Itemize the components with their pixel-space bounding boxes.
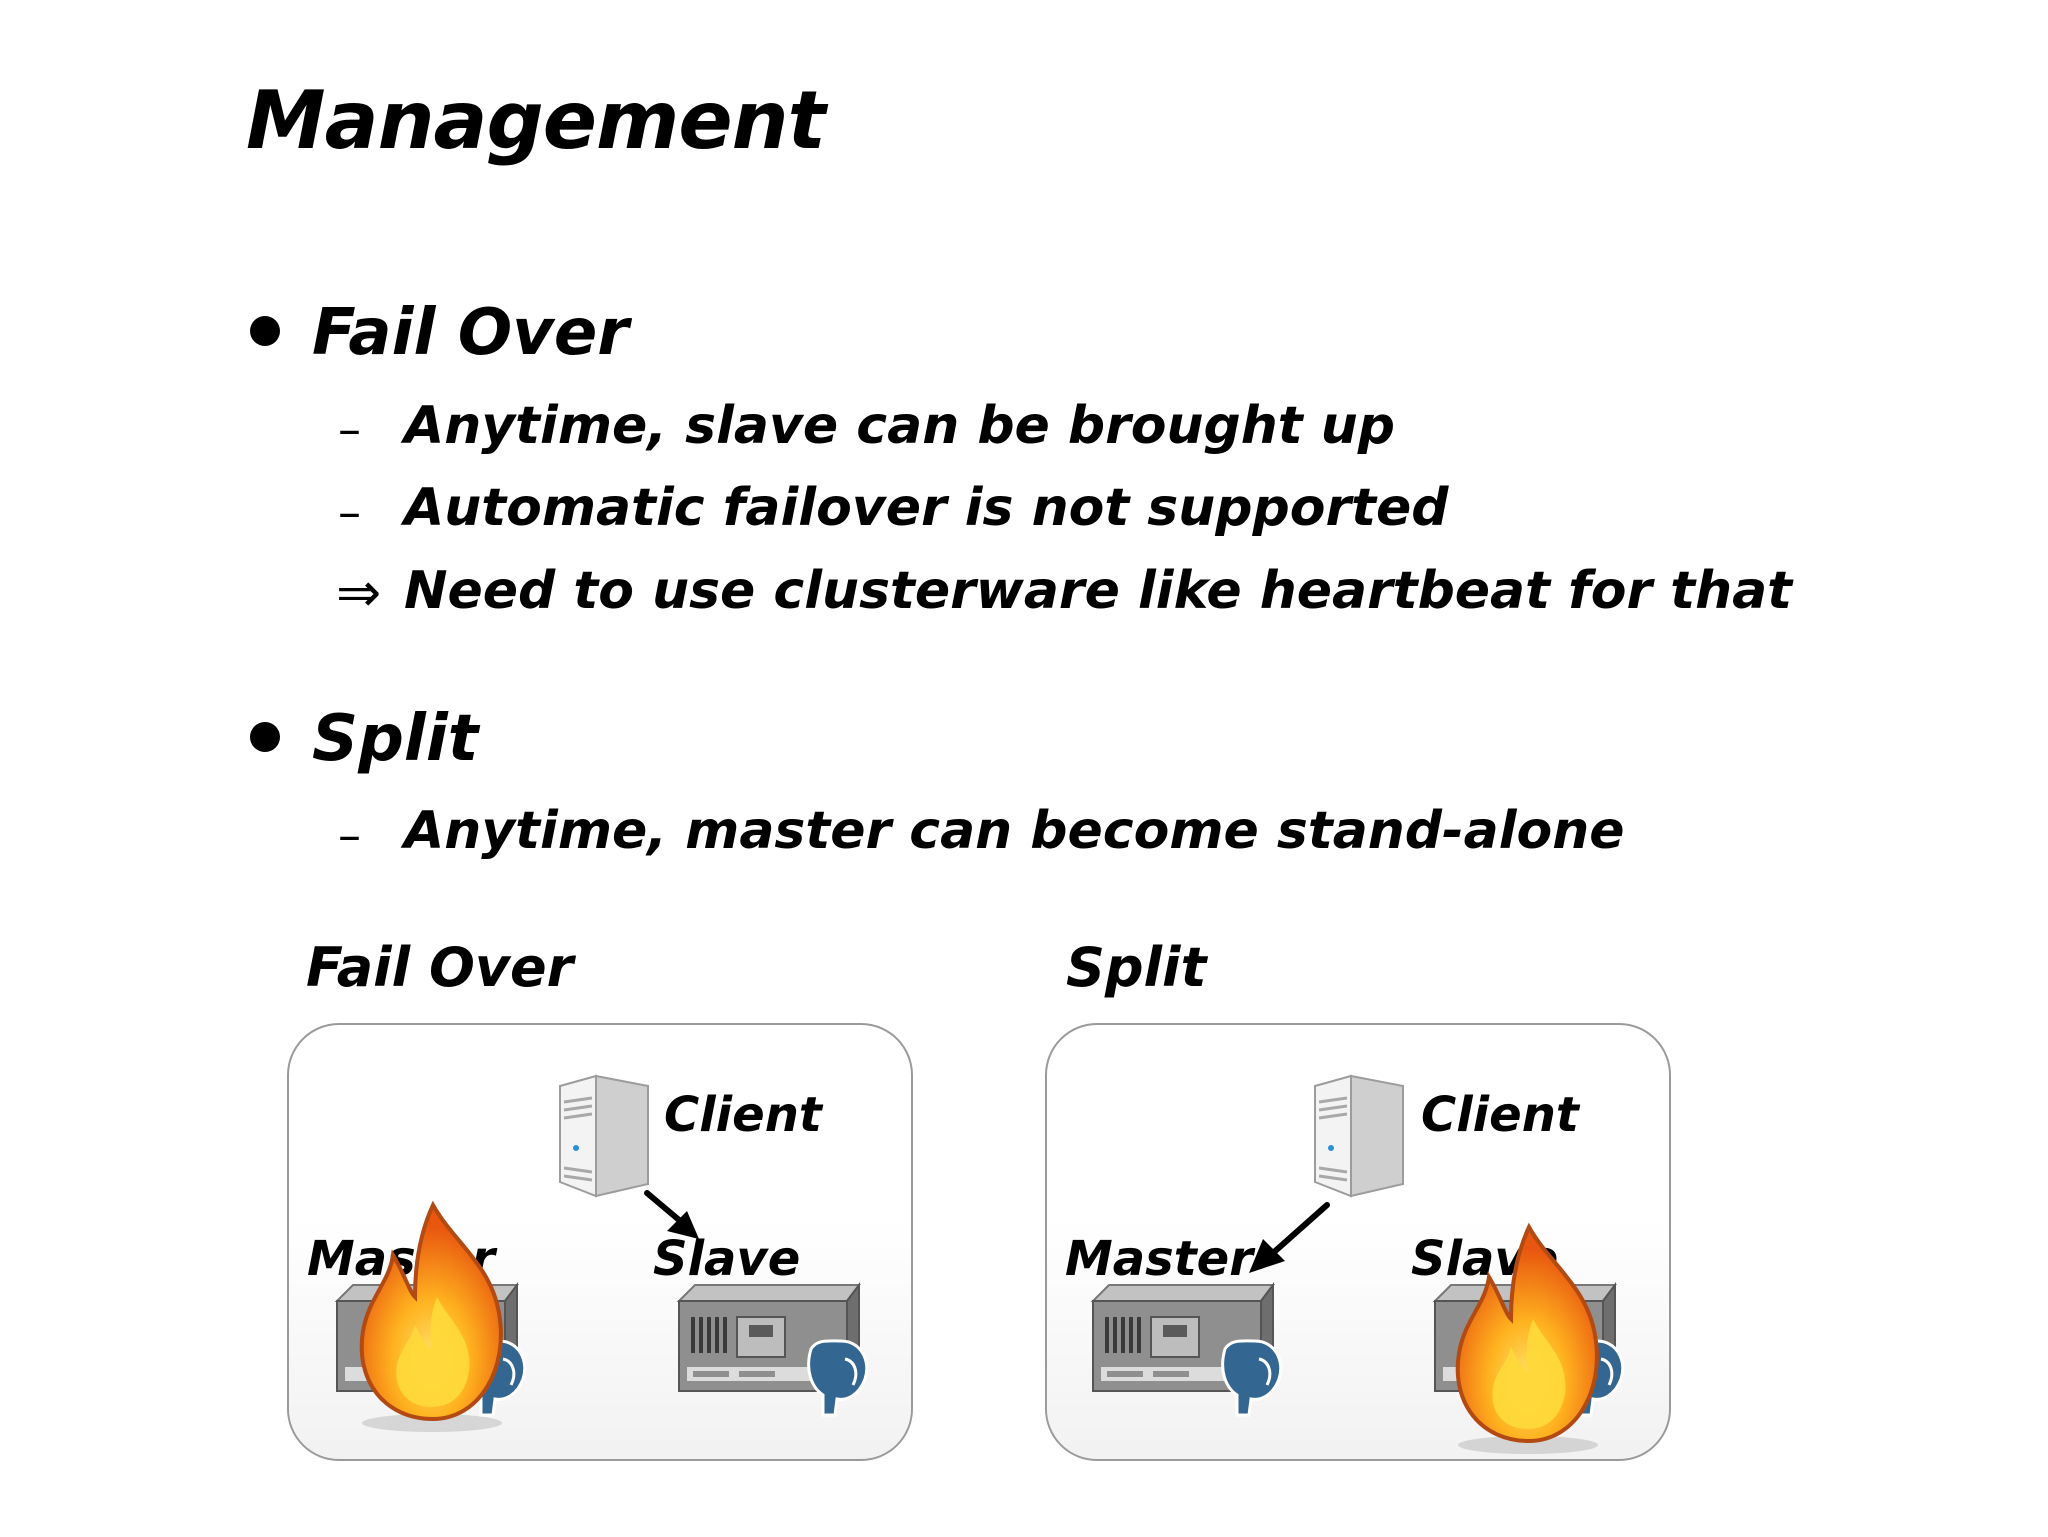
client-label: Client	[1421, 1087, 1579, 1143]
bullet-split-label: Split	[312, 702, 479, 776]
sub-item-marker: –	[338, 808, 361, 862]
postgresql-elephant-icon	[1221, 1339, 1283, 1417]
implies-arrow: ⇒	[336, 561, 382, 624]
fire-icon	[1455, 1222, 1599, 1454]
bullet-dot	[250, 316, 280, 346]
client-label: Client	[664, 1087, 822, 1143]
fire-icon	[359, 1200, 503, 1432]
sub-item-text: Automatic failover is not supported	[404, 478, 1449, 538]
sub-item-text: Anytime, master can become stand-alone	[404, 801, 1625, 861]
sub-item-marker: –	[338, 402, 361, 456]
arrow-icon	[1249, 1202, 1330, 1273]
bullet-failover-label: Fail Over	[312, 296, 629, 370]
diagram-caption-failover: Fail Over	[306, 936, 574, 999]
master-label: Master	[1065, 1231, 1253, 1287]
diagram-caption-split: Split	[1066, 936, 1207, 999]
arrow-icon	[644, 1190, 699, 1239]
server-tower-icon	[1314, 1074, 1404, 1198]
sub-item-text: Anytime, slave can be brought up	[404, 396, 1395, 456]
slave-label: Slave	[653, 1231, 801, 1287]
bullet-dot	[250, 722, 280, 752]
server-tower-icon	[559, 1074, 649, 1198]
split-diagram-panel: Client Master Slave	[1045, 1023, 1671, 1461]
failover-diagram-panel: Client Master Slave	[287, 1023, 913, 1461]
sub-item-text: Need to use clusterware like heartbeat f…	[404, 561, 1793, 621]
slide-title: Management	[246, 74, 826, 167]
sub-item-marker: –	[338, 485, 361, 539]
postgresql-elephant-icon	[807, 1339, 869, 1417]
